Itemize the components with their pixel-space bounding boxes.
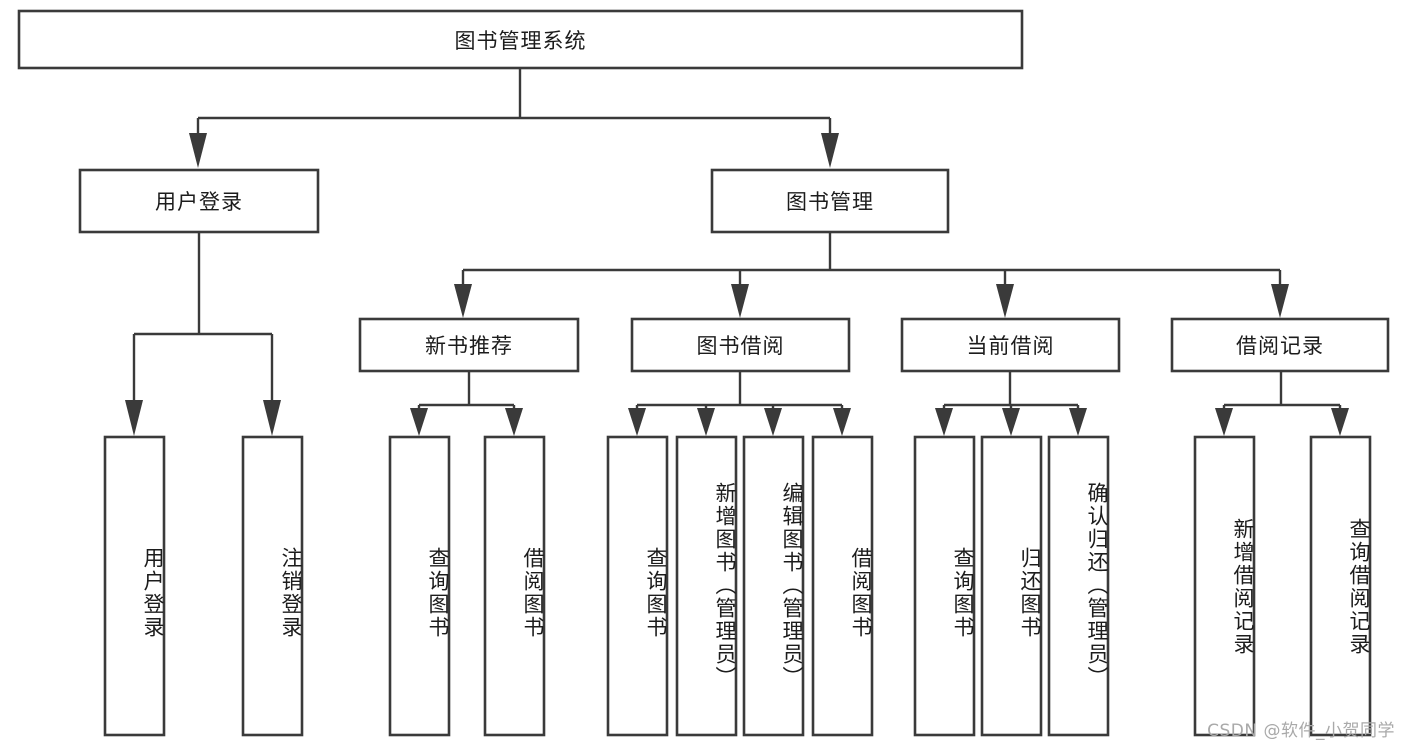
node-leaf-borrow-book-2-box[interactable]	[811, 435, 874, 737]
arrow-currentborrow-leaf-3	[1069, 408, 1087, 436]
arrow-newbook-leaf-2	[505, 408, 523, 436]
node-new-book-recommend-box[interactable]	[358, 317, 580, 373]
arrow-bookborrow-leaf-1	[628, 408, 646, 436]
node-book-borrow-box[interactable]	[630, 317, 851, 373]
node-leaf-user-login-box[interactable]	[103, 435, 166, 737]
node-leaf-add-record-box[interactable]	[1193, 435, 1256, 737]
node-leaf-query-book-3-box[interactable]	[913, 435, 976, 737]
arrow-bookmgmt-to-records	[1271, 284, 1289, 318]
arrow-bookmgmt-to-current	[996, 284, 1014, 318]
node-user-login-box[interactable]	[78, 168, 320, 234]
arrow-bookborrow-leaf-3	[764, 408, 782, 436]
arrow-newbook-leaf-1	[410, 408, 428, 436]
arrow-currentborrow-leaf-2	[1002, 408, 1020, 436]
node-leaf-edit-book-box[interactable]	[742, 435, 805, 737]
arrow-records-leaf-1	[1215, 408, 1233, 436]
node-leaf-return-book-box[interactable]	[980, 435, 1043, 737]
arrow-bookmgmt-to-borrow	[731, 284, 749, 318]
node-leaf-borrow-book-1-box[interactable]	[483, 435, 546, 737]
node-leaf-query-book-2-box[interactable]	[606, 435, 669, 737]
arrow-root-to-userlogin	[189, 133, 207, 168]
node-leaf-query-record-box[interactable]	[1309, 435, 1372, 737]
node-leaf-confirm-return-box[interactable]	[1047, 435, 1110, 737]
node-borrow-records-box[interactable]	[1170, 317, 1390, 373]
arrow-bookmgmt-to-newbook	[454, 284, 472, 318]
node-leaf-logout-box[interactable]	[241, 435, 304, 737]
arrow-root-to-bookmgmt	[821, 133, 839, 168]
arrow-records-leaf-2	[1331, 408, 1349, 436]
arrow-bookborrow-leaf-2	[697, 408, 715, 436]
node-leaf-query-book-1-box[interactable]	[388, 435, 451, 737]
node-current-borrow-box[interactable]	[900, 317, 1121, 373]
arrow-userlogin-leaf-1	[125, 400, 143, 436]
node-root-box[interactable]	[17, 9, 1024, 70]
arrow-userlogin-leaf-2	[263, 400, 281, 436]
arrow-bookborrow-leaf-4	[833, 408, 851, 436]
node-leaf-add-book-box[interactable]	[675, 435, 738, 737]
arrow-currentborrow-leaf-1	[935, 408, 953, 436]
node-book-management-box[interactable]	[710, 168, 950, 234]
